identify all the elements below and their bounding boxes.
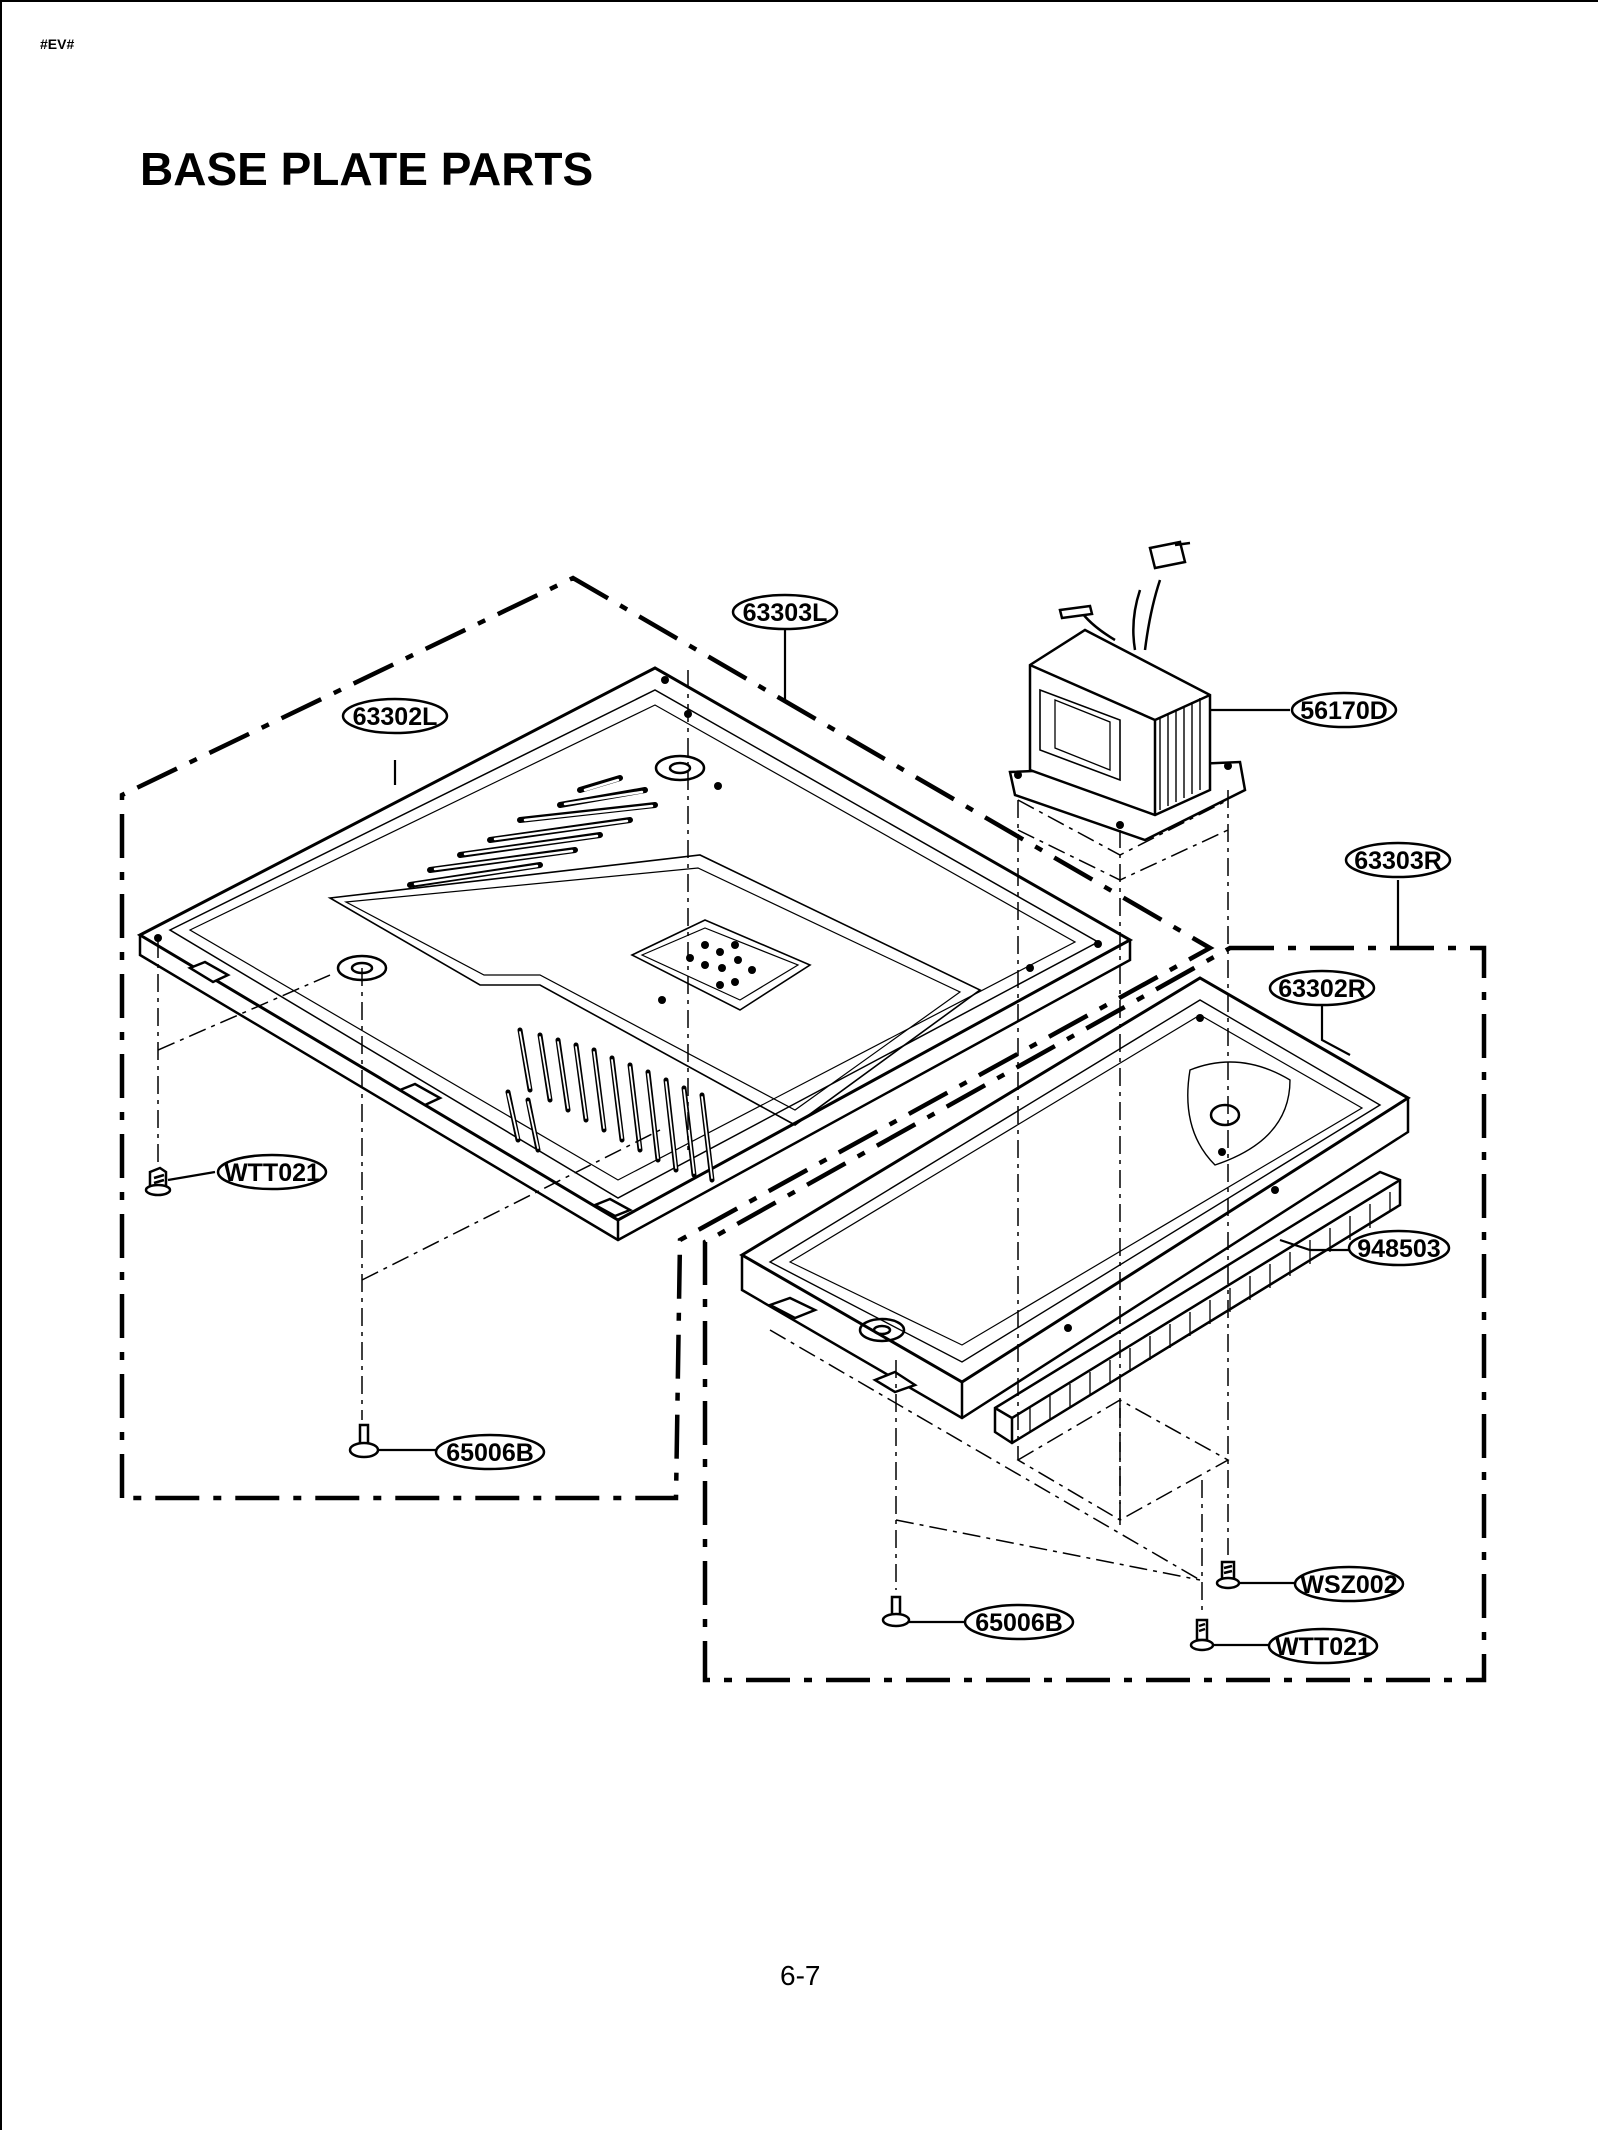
- svg-text:63303L: 63303L: [743, 599, 828, 627]
- screw-wsz002: [1215, 1560, 1241, 1590]
- svg-text:63302R: 63302R: [1278, 975, 1366, 1003]
- svg-text:63303R: 63303R: [1354, 847, 1442, 875]
- transformer: [1008, 540, 1247, 842]
- callout-63303R: 63303R: [1344, 841, 1452, 879]
- svg-text:56170D: 56170D: [1300, 697, 1388, 725]
- callout-WTT021-left: WTT021: [216, 1153, 328, 1191]
- svg-text:WSZ002: WSZ002: [1300, 1571, 1397, 1599]
- page-number: 6-7: [780, 1960, 821, 1991]
- leader-lines: [167, 628, 1400, 1647]
- callout-WSZ002: WSZ002: [1293, 1565, 1405, 1603]
- callout-63302R: 63302R: [1268, 969, 1376, 1007]
- svg-text:65006B: 65006B: [975, 1609, 1063, 1637]
- callout-65006B-right: 65006B: [963, 1603, 1075, 1641]
- foot-65006b-left: [348, 1423, 380, 1459]
- callout-WTT021-right: WTT021: [1267, 1627, 1379, 1665]
- foot-65006b-right: [881, 1595, 911, 1628]
- right-base-plate: [739, 976, 1411, 1420]
- callout-948503: 948503: [1347, 1229, 1451, 1267]
- screw-wtt021-right: [1189, 1618, 1215, 1652]
- callout-63302L: 63302L: [341, 697, 449, 735]
- callout-56170D: 56170D: [1290, 691, 1398, 729]
- group-boundary-right: [702, 945, 1487, 1683]
- svg-text:63302L: 63302L: [353, 703, 438, 731]
- phantom-lines: [157, 670, 1230, 1615]
- document-code: #EV#: [40, 36, 75, 52]
- choke-strip: [993, 1170, 1402, 1445]
- svg-text:65006B: 65006B: [446, 1439, 534, 1467]
- svg-text:WTT021: WTT021: [224, 1159, 320, 1187]
- left-base-plate: [136, 666, 1134, 1242]
- page-title: BASE PLATE PARTS: [140, 143, 594, 195]
- screw-wtt021-left: [144, 1166, 172, 1197]
- svg-text:WTT021: WTT021: [1275, 1633, 1371, 1661]
- group-boundary-left: [119, 575, 1215, 1501]
- callout-63303L: 63303L: [731, 593, 839, 631]
- callout-65006B-left: 65006B: [434, 1433, 546, 1471]
- svg-text:948503: 948503: [1357, 1235, 1440, 1263]
